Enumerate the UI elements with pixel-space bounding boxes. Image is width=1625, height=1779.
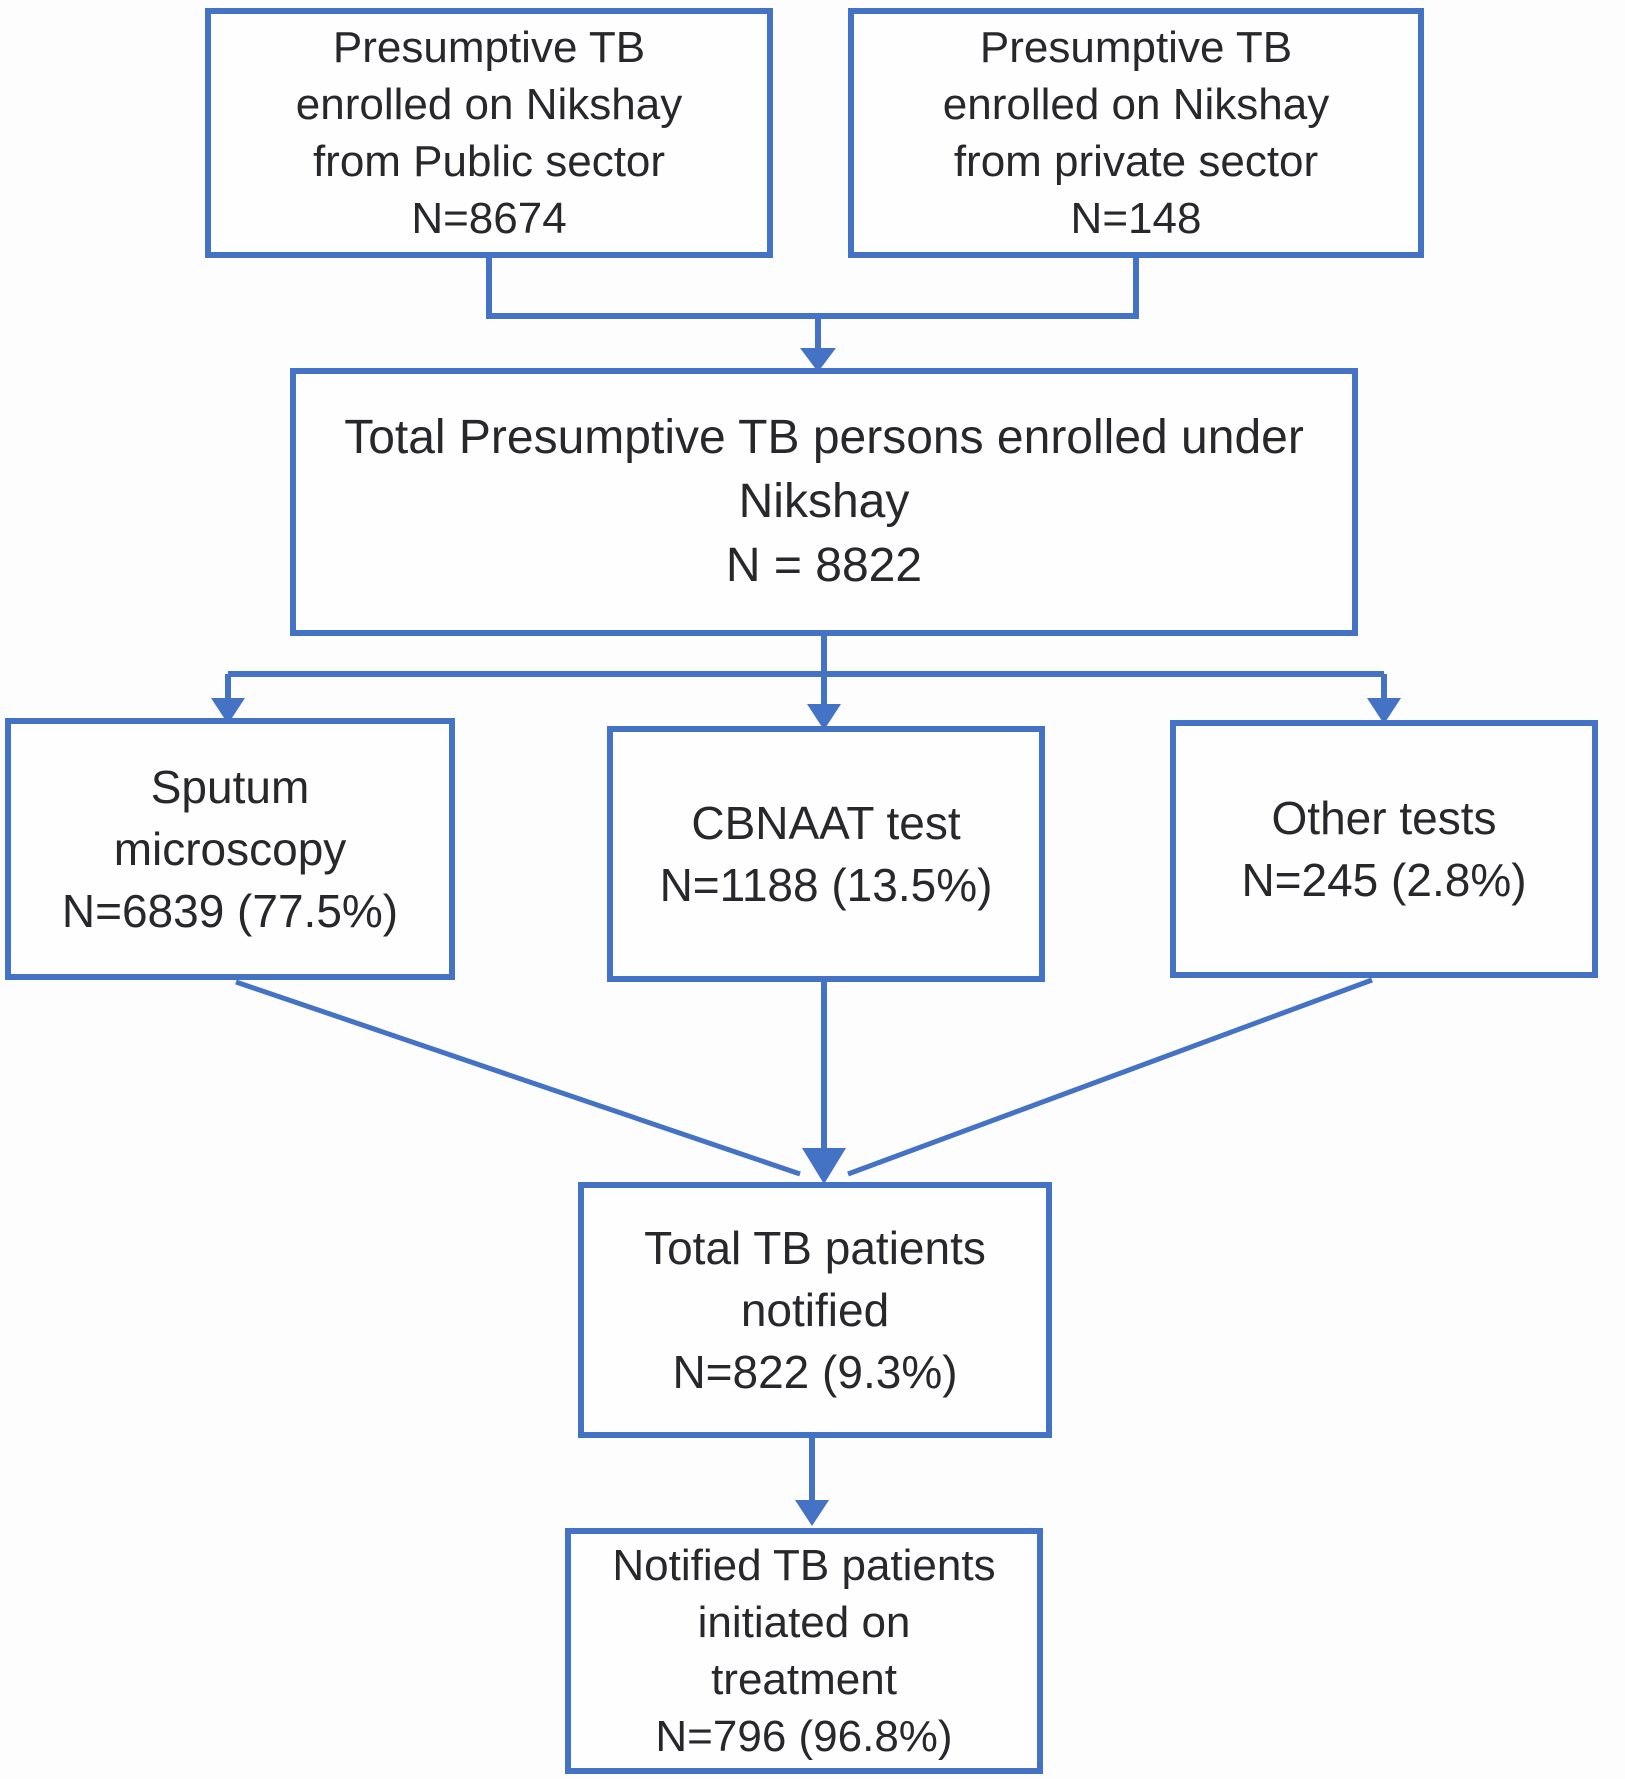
node-line: Total TB patients <box>644 1222 986 1274</box>
node-count: N=796 (96.8%) <box>655 1712 953 1761</box>
node-line: enrolled on Nikshay <box>295 80 683 129</box>
node-count: N=6839 (77.5%) <box>61 885 399 937</box>
node-line: Total Presumptive TB persons enrolled un… <box>344 411 1304 464</box>
node-line: Presumptive TB <box>979 23 1293 72</box>
node-line: from Public sector <box>312 137 666 186</box>
node-count: N=148 <box>1070 194 1202 243</box>
node-count: N=8674 <box>411 194 567 243</box>
arrowhead-split-mid <box>807 704 841 730</box>
node-total-enrolled: Total Presumptive TB persons enrolled un… <box>290 368 1358 636</box>
arrowhead-into-notified <box>802 1148 846 1184</box>
node-presumptive-private: Presumptive TB enrolled on Nikshay from … <box>848 8 1424 258</box>
arrowhead-split-right <box>1367 698 1401 724</box>
arrowhead-split-left <box>211 698 245 724</box>
node-presumptive-public: Presumptive TB enrolled on Nikshay from … <box>205 8 773 258</box>
node-line: from private sector <box>953 137 1319 186</box>
node-line: Sputum <box>150 761 310 813</box>
arrowhead-into-treatment <box>795 1500 829 1526</box>
node-line: Notified TB patients <box>612 1541 996 1590</box>
node-line: microscopy <box>113 823 347 875</box>
node-sputum-microscopy: Sputum microscopy N=6839 (77.5%) <box>5 718 455 980</box>
node-count: N=822 (9.3%) <box>672 1346 958 1398</box>
arrowhead-join-to-total <box>800 348 836 372</box>
node-line: initiated on <box>697 1598 911 1647</box>
connector-sputum-diagonal <box>235 979 801 1177</box>
node-patients-notified: Total TB patients notified N=822 (9.3%) <box>578 1182 1052 1438</box>
node-line: Nikshay <box>738 475 910 528</box>
connector-other-diagonal <box>847 977 1373 1177</box>
node-count: N=245 (2.8%) <box>1241 854 1527 906</box>
node-initiated-treatment: Notified TB patients initiated on treatm… <box>565 1528 1043 1774</box>
node-cbnaat-test: CBNAAT test N=1188 (13.5%) <box>607 726 1045 982</box>
node-line: treatment <box>711 1655 897 1704</box>
node-line: notified <box>740 1284 890 1336</box>
node-line: enrolled on Nikshay <box>942 80 1330 129</box>
node-other-tests: Other tests N=245 (2.8%) <box>1170 720 1598 978</box>
node-line: Presumptive TB <box>332 23 646 72</box>
node-count: N=1188 (13.5%) <box>659 859 993 911</box>
node-count: N = 8822 <box>725 539 923 592</box>
node-line: Other tests <box>1271 792 1497 844</box>
node-line: CBNAAT test <box>691 797 961 849</box>
